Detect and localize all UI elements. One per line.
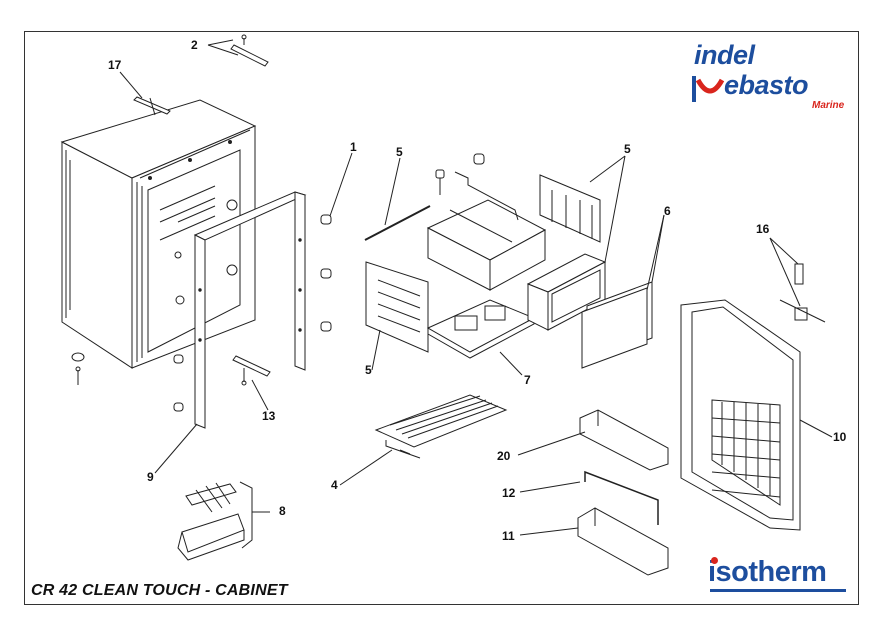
ice-tray-8 [177,481,253,561]
door-shelf-20 [579,409,669,471]
label-8: 8 [279,504,286,518]
logo-marine-text: Marine [812,100,845,111]
tray-7 [426,299,536,359]
bushings-1 [173,214,332,412]
wire-shelf-4 [374,394,508,459]
door-shelf-11 [577,507,669,576]
label-20: 20 [497,449,511,463]
hinge-2 [230,34,269,67]
label-2: 2 [191,38,198,52]
drawing-frame [24,31,859,605]
label-11: 11 [502,529,515,543]
drawing-title: CR 42 CLEAN TOUCH - CABINET [31,582,288,599]
cabinet-part [60,99,257,369]
lock-16 [779,263,826,323]
logo-webasto-text: ebasto [724,70,809,100]
logo-isotherm-dot-icon [711,557,718,564]
label-10: 10 [833,430,847,444]
bar-12 [584,470,659,525]
foot-screw [71,352,85,385]
panel-5-right [539,174,601,243]
bracket-17 [133,96,171,116]
panel-5-left [365,261,429,353]
rod-5 [364,205,431,241]
logo-isotherm-text: isotherm [708,556,827,588]
logo-isotherm-underline [710,589,846,592]
label-13: 13 [262,409,276,423]
label-5-right: 5 [624,142,631,156]
logo-indel-text: indel [694,40,755,70]
leader-lines [119,39,833,536]
evaporator-box [426,153,547,291]
door-10 [680,299,801,531]
label-9: 9 [147,470,154,484]
isotherm-logo: isotherm [708,556,848,592]
label-17: 17 [108,58,122,72]
label-5-left-rod: 5 [396,145,403,159]
label-1: 1 [350,140,357,154]
logo-w-mark-icon [692,76,725,102]
label-4: 4 [331,478,338,492]
indel-webasto-logo: indel ebasto Marine [690,40,850,112]
plates-6 [581,281,653,369]
label-6: 6 [664,204,671,218]
label-5-panel: 5 [365,363,372,377]
hinge-13 [232,355,271,386]
label-16: 16 [756,222,770,236]
label-12: 12 [502,486,516,500]
door-frame-9 [193,191,307,429]
label-7: 7 [524,373,531,387]
